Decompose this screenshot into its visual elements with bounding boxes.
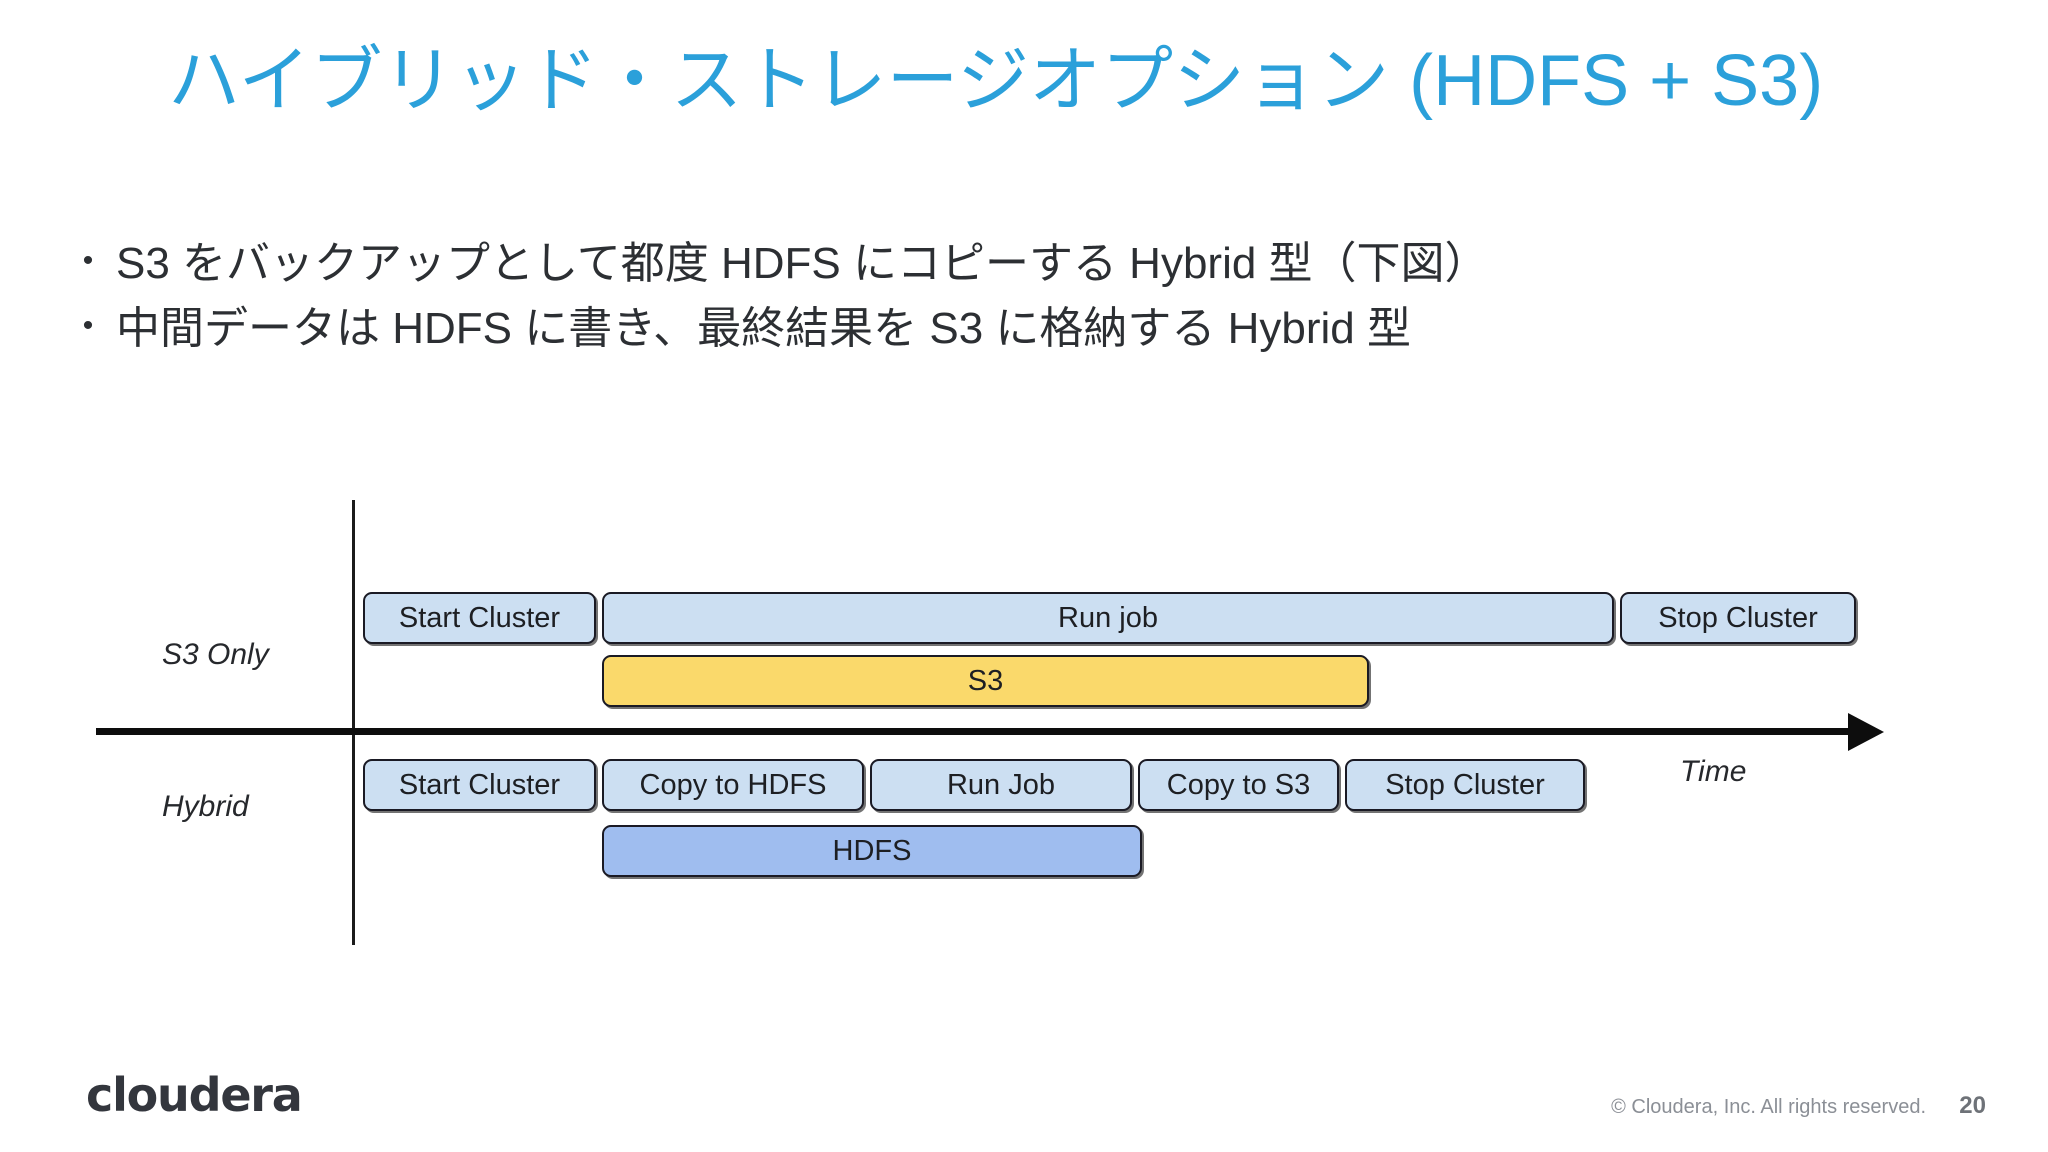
time-axis-arrow-icon bbox=[1848, 713, 1884, 751]
bullet-text: S3 をバックアップとして都度 HDFS にコピーする Hybrid 型（下図） bbox=[116, 239, 1489, 288]
storage-bar-s3[interactable]: S3 bbox=[602, 655, 1369, 707]
vertical-axis-line bbox=[352, 500, 355, 945]
cloudera-logo: cloudera bbox=[86, 1068, 303, 1122]
timeline-diagram: Time bbox=[0, 470, 2048, 950]
task-box-run-job-s3only[interactable]: Run job bbox=[602, 592, 1614, 644]
page-title: ハイブリッド・ストレージオプション (HDFS + S3) bbox=[168, 41, 1824, 121]
bullet-marker-icon: • bbox=[82, 309, 94, 343]
copyright-text: © Cloudera, Inc. All rights reserved. bbox=[1611, 1096, 1926, 1118]
task-box-stop-cluster-hybrid[interactable]: Stop Cluster bbox=[1345, 759, 1585, 811]
task-box-run-job-hybrid[interactable]: Run Job bbox=[870, 759, 1132, 811]
time-axis-line bbox=[96, 728, 1856, 735]
time-axis-label: Time bbox=[1680, 755, 1747, 788]
task-box-start-cluster-hybrid[interactable]: Start Cluster bbox=[363, 759, 596, 811]
bullet-text: 中間データは HDFS に書き、最終結果を S3 に格納する Hybrid 型 bbox=[116, 304, 1412, 354]
task-box-stop-cluster-s3only[interactable]: Stop Cluster bbox=[1620, 592, 1856, 644]
task-box-start-cluster-s3only[interactable]: Start Cluster bbox=[363, 592, 596, 644]
bullet-item: • 中間データは HDFS に書き、最終結果を S3 に格納する Hybrid … bbox=[60, 300, 1960, 357]
row-label-s3-only: S3 Only bbox=[162, 638, 269, 671]
task-box-copy-to-hdfs[interactable]: Copy to HDFS bbox=[602, 759, 864, 811]
bullet-list: • S3 をバックアップとして都度 HDFS にコピーする Hybrid 型（下… bbox=[60, 235, 1960, 365]
bullet-item: • S3 をバックアップとして都度 HDFS にコピーする Hybrid 型（下… bbox=[60, 235, 1960, 292]
page-number: 20 bbox=[1959, 1092, 1986, 1119]
storage-bar-hdfs[interactable]: HDFS bbox=[602, 825, 1142, 877]
row-label-hybrid: Hybrid bbox=[162, 790, 249, 823]
bullet-marker-icon: • bbox=[82, 244, 94, 277]
task-box-copy-to-s3[interactable]: Copy to S3 bbox=[1138, 759, 1339, 811]
